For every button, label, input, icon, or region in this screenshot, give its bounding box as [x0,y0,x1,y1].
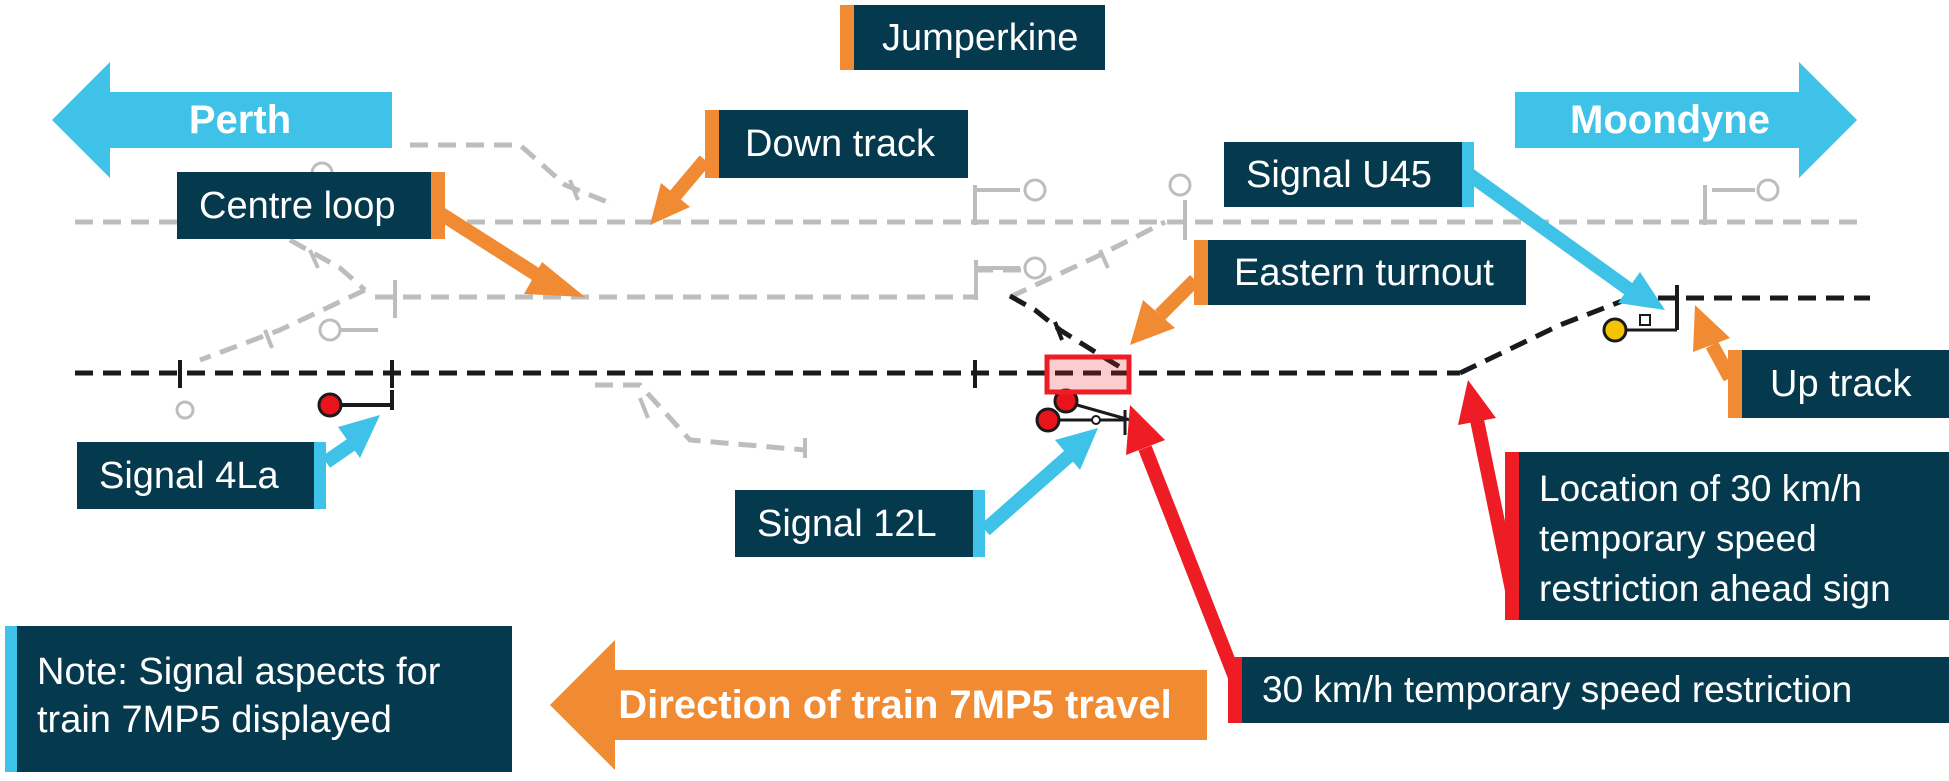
signal-12l-text: Signal 12L [757,502,937,545]
centre-loop-pointer [431,204,549,286]
signal-u45-aspect [1602,317,1628,343]
signal-12l-pointer [980,449,1075,536]
tsr-highlight-box [1044,354,1132,395]
crossover-west [199,237,367,363]
signal-4la-head [317,390,394,418]
grey-signal-3 [1168,173,1192,197]
note-text: Note: Signal aspects for train 7MP5 disp… [37,651,441,741]
tsr-ahead-sign-label: Location of 30 km/h temporary speed rest… [1505,452,1949,620]
centre-loop-label: Centre loop [177,172,445,239]
siding-bottom-mid [595,382,806,453]
travel-direction-arrow [550,640,1207,770]
grey-signal-2 [1023,256,1047,280]
note-box: Note: Signal aspects for train 7MP5 disp… [5,626,512,772]
signal-12l-head [1035,388,1131,435]
signal-u45-pointer [1465,169,1635,296]
active-track-details [178,285,1679,388]
eastern-turnout-text: Eastern turnout [1234,251,1494,294]
travel-direction-label: Direction of train 7MP5 travel [618,683,1172,727]
eastern-turnout-label: Eastern turnout [1194,240,1526,305]
inactive-tracks [75,142,1865,453]
tsr-text: 30 km/h temporary speed restriction [1262,669,1853,710]
signal-u45-label: Signal U45 [1224,142,1474,207]
grey-signal-7 [175,400,195,420]
tsr-pointer [1138,445,1247,693]
eastern-turnout-pointer [1155,275,1200,320]
down-track-pointer [667,155,711,203]
tsr-label: 30 km/h temporary speed restriction [1228,657,1949,723]
down-track-text: Down track [745,123,936,165]
inactive-track-details [263,179,1755,458]
up-track-text: Up track [1770,363,1912,405]
moondyne-label: Moondyne [1570,98,1770,142]
siding-top-left [410,142,616,208]
grey-signal-4 [1756,178,1780,202]
perth-direction-arrow [52,62,392,178]
signal-12l-aspect-lower [1035,407,1061,433]
signal-12l-label: Signal 12L [735,490,985,557]
signal-u45-text: Signal U45 [1246,153,1432,196]
tsr-ahead-sign-text: Location of 30 km/h temporary speed rest… [1539,468,1891,609]
signal-u45-head [1602,314,1677,343]
moondyne-direction-arrow [1515,62,1857,178]
centre-loop-text: Centre loop [199,184,396,227]
up-track-pointer [1705,341,1737,382]
grey-signal-1 [1023,178,1047,202]
station-label: Jumperkine [840,5,1105,70]
signal-4la-aspect [317,392,343,418]
up-track-junction [1458,295,1631,376]
signal-4la-text: Signal 4La [99,454,279,497]
station-name: Jumperkine [882,16,1079,59]
grey-signal-5 [318,318,342,342]
active-tracks [75,293,1870,376]
perth-label: Perth [188,98,292,142]
up-track-label: Up track [1728,350,1949,418]
signal-4la-label: Signal 4La [77,442,326,509]
crossover-east [1008,219,1167,300]
down-track-label: Down track [705,110,968,178]
